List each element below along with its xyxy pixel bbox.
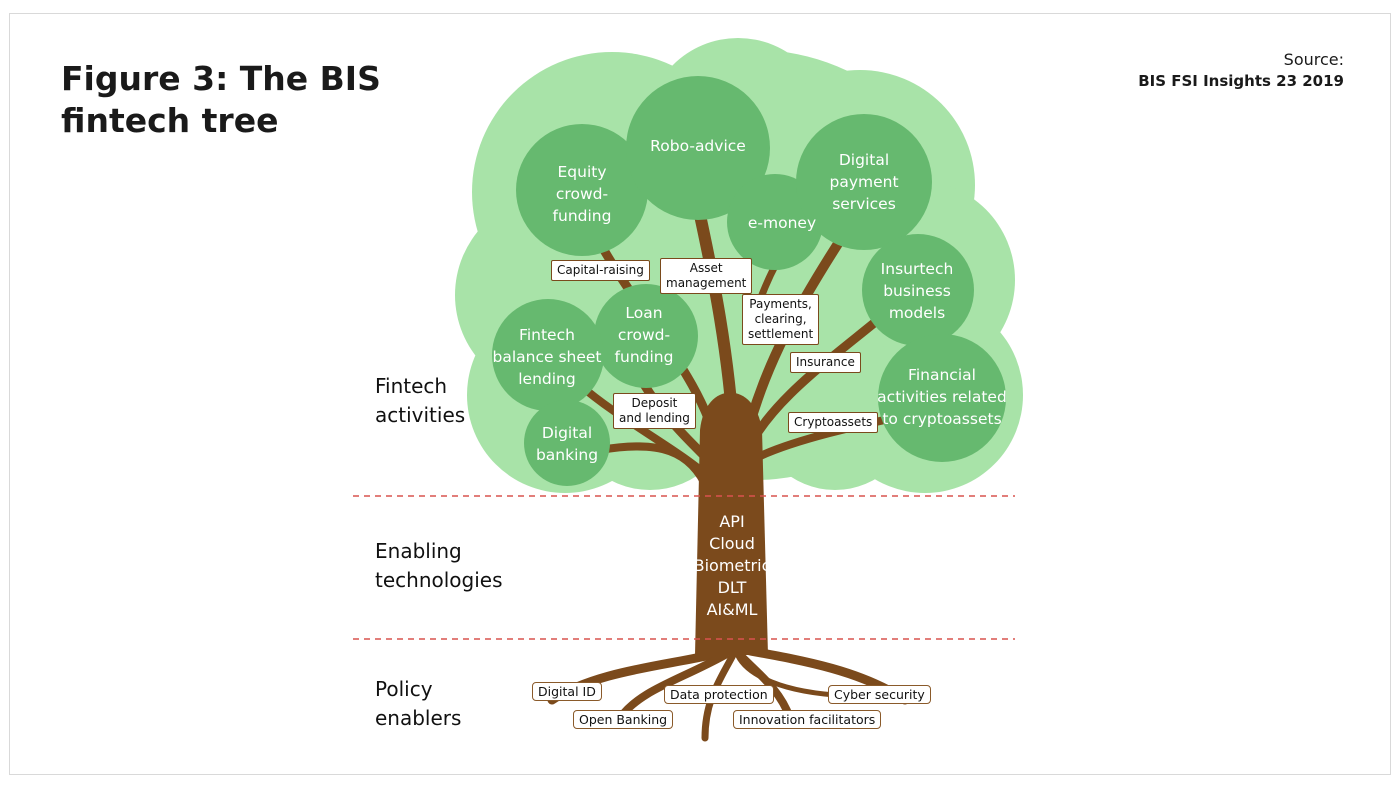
section-fintech-activities: Fintech activities	[375, 374, 466, 427]
label-robo-advice: Robo-advice	[650, 137, 746, 155]
policy-innovation-facilitators: Innovation facilitators	[733, 710, 882, 729]
leaf-insurtech	[862, 234, 974, 346]
technologies-list: API Cloud Biometric DLT AI&ML	[690, 511, 774, 621]
branch-payments: Payments,clearing,settlement	[742, 294, 820, 345]
leaf-crypto-activities	[878, 334, 1006, 462]
source-block: Source: BIS FSI Insights 23 2019	[1138, 50, 1344, 92]
leaf-loan-crowdfunding	[594, 284, 698, 388]
tech-biometric: Biometric	[693, 556, 771, 575]
branch-cryptoassets: Cryptoassets	[788, 412, 879, 433]
tech-ai-ml: AI&ML	[706, 600, 758, 619]
policy-digital-id: Digital ID	[532, 682, 602, 701]
leaf-equity-crowdfunding	[516, 124, 648, 256]
branch-insurance: Insurance	[790, 352, 861, 373]
section-enabling-technologies: Enabling technologies	[375, 539, 503, 592]
leaf-digital-banking	[524, 400, 610, 486]
policy-data-protection: Data protection	[664, 685, 774, 704]
section-policy-enablers: Policy enablers	[375, 677, 462, 730]
tech-api: API	[719, 512, 745, 531]
leaf-balance-sheet-lending	[492, 299, 604, 411]
tech-dlt: DLT	[717, 578, 747, 597]
policy-cyber-security: Cyber security	[828, 685, 931, 704]
tech-cloud: Cloud	[709, 534, 755, 553]
branch-capital-raising: Capital-raising	[551, 260, 650, 281]
figure-title: Figure 3: The BIS fintech tree	[61, 59, 381, 140]
tree-trunk	[695, 392, 768, 655]
source-label: Source:	[1283, 50, 1344, 69]
activity-circles	[492, 76, 1006, 486]
leaf-digital-payment	[796, 114, 932, 250]
source-value: BIS FSI Insights 23 2019	[1138, 72, 1344, 90]
leaf-robo-advice	[626, 76, 770, 220]
policy-open-banking: Open Banking	[573, 710, 674, 729]
label-e-money: e-money	[747, 214, 817, 232]
